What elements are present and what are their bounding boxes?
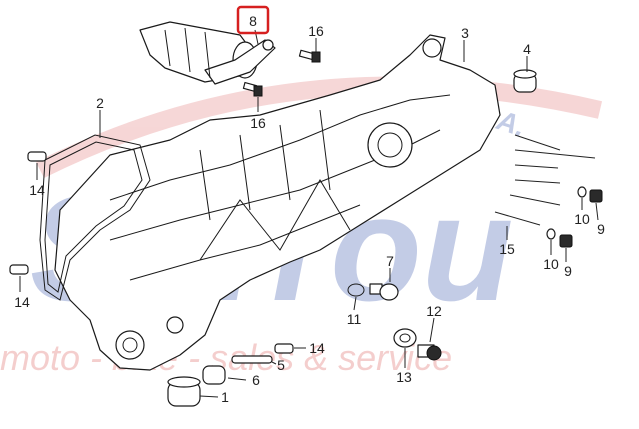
callout-14-left-lower[interactable]: 14 <box>14 294 30 310</box>
watermark-swoosh <box>35 76 603 179</box>
callout-6[interactable]: 6 <box>252 372 260 388</box>
callout-12[interactable]: 12 <box>426 303 442 319</box>
callout-10-upper[interactable]: 10 <box>574 211 590 227</box>
gasket-part <box>39 134 151 301</box>
callout-10-lower[interactable]: 10 <box>543 256 559 272</box>
callout-11[interactable]: 11 <box>347 311 362 327</box>
highlight-box <box>236 5 270 35</box>
callout-labels: 8 16 16 3 4 2 14 14 14 15 10 9 10 9 7 11… <box>14 5 605 405</box>
callout-4[interactable]: 4 <box>523 41 531 57</box>
callout-5[interactable]: 5 <box>277 357 285 373</box>
callout-14-left-upper[interactable]: 14 <box>29 182 45 198</box>
callout-14-bottom[interactable]: 14 <box>309 340 325 356</box>
callout-9-lower[interactable]: 9 <box>564 263 572 279</box>
watermark-tagline: moto - bike - sales & service <box>0 337 452 378</box>
callout-13[interactable]: 13 <box>396 369 412 385</box>
callout-15[interactable]: 15 <box>499 241 515 257</box>
hardware-parts <box>9 49 603 407</box>
callout-2[interactable]: 2 <box>96 95 104 111</box>
callout-8[interactable]: 8 <box>249 13 257 29</box>
callout-3[interactable]: 3 <box>461 25 469 41</box>
callout-1[interactable]: 1 <box>221 389 229 405</box>
leader-lines <box>19 29 599 398</box>
callout-16-lower[interactable]: 16 <box>250 115 266 131</box>
crankcase-part <box>54 34 501 371</box>
starter-motor-part <box>139 21 276 85</box>
callout-16-upper[interactable]: 16 <box>308 23 324 39</box>
callout-7[interactable]: 7 <box>386 253 394 269</box>
callout-9-upper[interactable]: 9 <box>597 221 605 237</box>
